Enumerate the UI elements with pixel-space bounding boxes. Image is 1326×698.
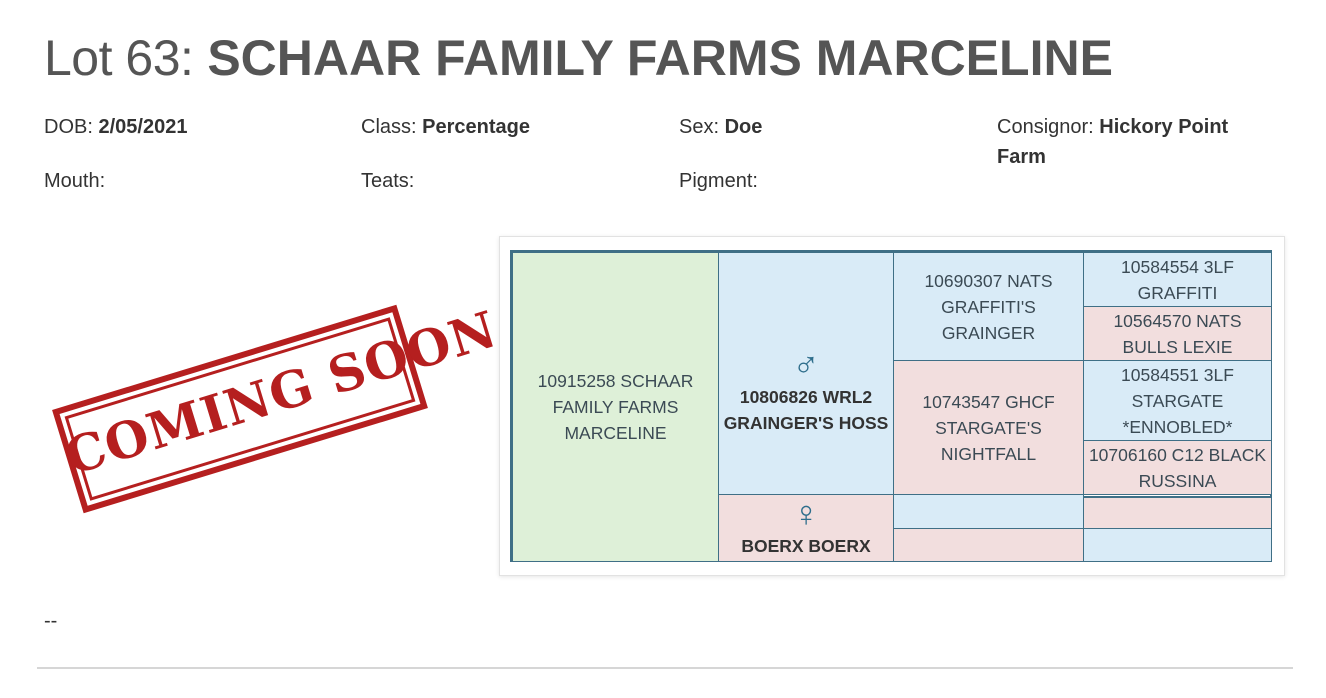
female-symbol-icon: ♀ [792, 493, 820, 534]
sire-dam-line-2: STARGATE'S [935, 417, 1042, 438]
pedigree-dam-dam-dam[interactable] [1083, 528, 1272, 562]
subject-line-2: FAMILY FARMS [552, 397, 679, 417]
pedigree-sire-dam-dam[interactable]: 10706160 C12 BLACK RUSSINA [1083, 440, 1272, 495]
notes-text: -- [44, 610, 58, 632]
consignor-label: Consignor: [997, 116, 1094, 138]
subject-line-1: 10915258 SCHAAR [537, 371, 694, 391]
dob-field: DOB: 2/05/2021 [44, 112, 187, 142]
pedigree-dam-dam-sire[interactable] [1083, 496, 1272, 529]
pigment-field: Pigment: [679, 166, 758, 196]
class-value: Percentage [422, 116, 530, 138]
pedigree-sire[interactable]: ♂ 10806826 WRL2 GRAINGER'S HOSS [718, 252, 894, 495]
pedigree-sire-dam-sire[interactable]: 10584551 3LF STARGATE *ENNOBLED* [1083, 360, 1272, 441]
class-label: Class: [361, 116, 417, 138]
animal-name: SCHAAR FAMILY FARMS MARCELINE [207, 30, 1113, 86]
sss-line-2: GRAFFITI [1137, 282, 1218, 303]
dam-line-1: BOERX BOERX [741, 536, 871, 556]
pigment-label: Pigment: [679, 170, 758, 192]
teats-label: Teats: [361, 170, 415, 192]
mouth-field: Mouth: [44, 166, 105, 196]
sds-line-3: *ENNOBLED* [1122, 416, 1233, 437]
pedigree-dam-sire[interactable] [893, 494, 1084, 529]
sex-value: Doe [724, 116, 763, 138]
sex-label: Sex: [679, 116, 720, 138]
sdd-line-2: RUSSINA [1138, 470, 1217, 491]
lot-number: Lot 63: [44, 30, 194, 86]
section-divider [37, 667, 1293, 669]
coming-soon-stamp: COMING SOON [52, 299, 504, 514]
ssd-line-2: BULLS LEXIE [1122, 336, 1233, 357]
sss-line-1: 10584554 3LF [1121, 256, 1234, 277]
mouth-label: Mouth: [44, 170, 106, 192]
sire-line-2: GRAINGER'S HOSS [723, 412, 889, 433]
male-symbol-icon: ♂ [792, 343, 820, 385]
pedigree-sire-sire[interactable]: 10690307 NATS GRAFFITI'S GRAINGER [893, 252, 1084, 361]
ssd-line-1: 10564570 NATS [1113, 310, 1242, 331]
pedigree-sire-sire-sire[interactable]: 10584554 3LF GRAFFITI [1083, 252, 1272, 307]
dob-label: DOB: [44, 116, 93, 138]
pedigree-chart: 10915258 SCHAAR FAMILY FARMS MARCELINE ♂… [510, 250, 1272, 562]
consignor-value-line2: Farm [997, 146, 1046, 168]
class-field: Class: Percentage [361, 112, 530, 142]
sdd-line-1: 10706160 C12 BLACK [1088, 444, 1267, 465]
sire-line-1: 10806826 WRL2 [739, 386, 873, 407]
pedigree-dam-dam[interactable] [893, 528, 1084, 562]
sire-dam-line-1: 10743547 GHCF [922, 391, 1055, 412]
sire-sire-line-2: GRAFFITI'S GRAINGER [941, 296, 1036, 343]
sire-sire-line-1: 10690307 NATS [924, 270, 1053, 291]
sex-field: Sex: Doe [679, 112, 762, 142]
subject-line-3: MARCELINE [564, 423, 667, 443]
teats-field: Teats: [361, 166, 414, 196]
sds-line-2: STARGATE [1131, 390, 1224, 411]
consignor-value-line1: Hickory Point [1099, 116, 1229, 138]
lot-title: Lot 63: SCHAAR FAMILY FARMS MARCELINE [44, 28, 1113, 88]
pedigree-sire-sire-dam[interactable]: 10564570 NATS BULLS LEXIE [1083, 306, 1272, 361]
sds-line-1: 10584551 3LF [1121, 364, 1234, 385]
pedigree-subject[interactable]: 10915258 SCHAAR FAMILY FARMS MARCELINE [512, 252, 719, 562]
dob-value: 2/05/2021 [98, 116, 188, 138]
pedigree-dam[interactable]: ♀ BOERX BOERX [718, 494, 894, 562]
sire-dam-line-3: NIGHTFALL [940, 443, 1037, 464]
pedigree-sire-dam[interactable]: 10743547 GHCF STARGATE'S NIGHTFALL [893, 360, 1084, 495]
